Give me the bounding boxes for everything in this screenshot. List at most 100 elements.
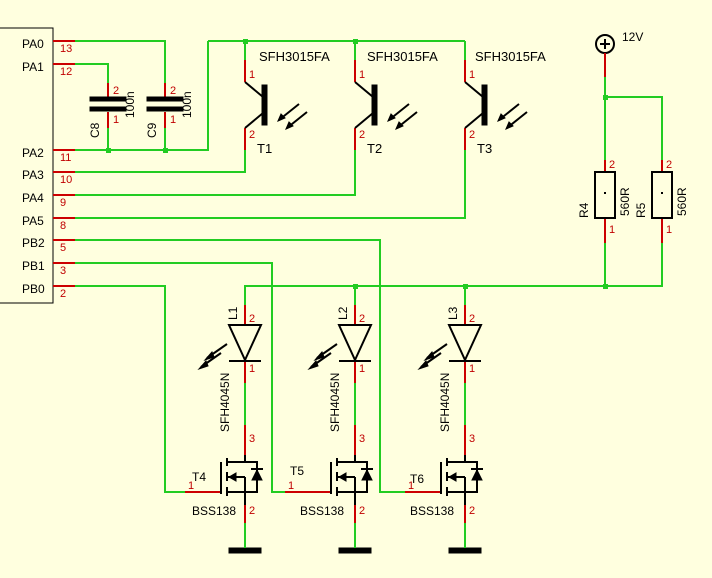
mcu-pin-name: PA2 (22, 146, 44, 160)
cap-value: 100n (180, 91, 194, 118)
mcu-pin-number: 13 (60, 43, 72, 55)
mcu-pin-labels: PA0 PA1 PA2 PA3 PA4 PA5 PB2 PB1 PB0 (22, 37, 45, 296)
mcu-pin-number: 2 (60, 288, 66, 300)
mcu-pin-name: PB1 (22, 259, 45, 273)
wires (75, 40, 663, 493)
resistor-r4: 2 1 R4 560R (577, 159, 632, 243)
pt-ref: T2 (367, 141, 382, 156)
res-pin-top: 2 (609, 159, 615, 171)
wire-led-bus (244, 243, 663, 305)
resistor-r5: 2 1 R5 560R (634, 159, 689, 243)
led-l3: 2 1 L3 SFH4045N (417, 305, 483, 432)
mcu-pin-name: PA5 (22, 214, 44, 228)
mcu-pin-number: 3 (60, 265, 66, 277)
capacitor-c9: 2 1 C9 100n (145, 83, 194, 138)
mcu-pin-number: 9 (60, 197, 66, 209)
pt-pin-bottom: 2 (359, 129, 365, 141)
capacitor-c8: 2 1 C8 100n (88, 83, 137, 138)
led-part: SFH4045N (218, 373, 232, 432)
pt-pin-bottom: 2 (249, 129, 255, 141)
pt-part: SFH3015FA (475, 49, 546, 64)
cap-pin-top: 2 (170, 85, 176, 97)
mcu-pin-name: PA1 (22, 60, 44, 74)
mosfet-part: BSS138 (410, 504, 454, 518)
mosfet-pin-gate: 1 (288, 480, 294, 492)
res-pin-bottom: 1 (609, 224, 615, 236)
mcu-pin-number: 11 (60, 152, 71, 164)
pt-part: SFH3015FA (259, 49, 330, 64)
led-l1: 2 1 L1 SFH4045N (197, 305, 263, 432)
res-pin-top: 2 (666, 159, 672, 171)
mcu-pin-name: PA3 (22, 168, 44, 182)
led-part: SFH4045N (438, 373, 452, 432)
mcu-pin-name: PB0 (22, 282, 45, 296)
phototransistor-t2: 1 2 SFH3015FA T2 (354, 49, 438, 156)
mosfet-t4: 3 1 2 T4 BSS138 (185, 425, 263, 554)
wire-pb2 (75, 239, 405, 493)
pt-pin-bottom: 2 (469, 129, 475, 141)
res-value: 560R (618, 187, 632, 216)
pt-part: SFH3015FA (367, 49, 438, 64)
wire-pa4 (75, 150, 356, 196)
pt-pin-top: 1 (249, 69, 255, 81)
pt-pin-top: 1 (359, 69, 365, 81)
mcu-pin-number: 8 (60, 220, 66, 232)
wire-pa3 (75, 150, 246, 173)
wire-12v (604, 77, 663, 160)
led-part: SFH4045N (328, 373, 342, 432)
led-ref: L2 (336, 306, 350, 320)
wire-pa5 (75, 150, 466, 219)
led-pin-bottom: 1 (359, 363, 365, 375)
mosfet-t5: 3 1 2 T5 BSS138 (285, 425, 373, 554)
mosfet-ref: T6 (410, 472, 424, 486)
mosfet-ref: T4 (192, 470, 206, 484)
mosfet-ref: T5 (290, 464, 304, 478)
mosfet-part: BSS138 (300, 504, 344, 518)
mcu-body (0, 27, 54, 304)
mosfet-part: BSS138 (192, 504, 236, 518)
phototransistor-t3: 1 2 SFH3015FA T3 (464, 49, 546, 156)
pt-ref: T3 (477, 141, 492, 156)
led-l2: 2 1 L2 SFH4045N (307, 305, 373, 432)
led-pin-bottom: 1 (249, 363, 255, 375)
cap-pin-bottom: 1 (113, 114, 119, 126)
mosfet-t6: 3 1 2 T6 BSS138 (405, 425, 483, 554)
res-ref: R4 (577, 202, 591, 218)
wire-pb0 (75, 285, 185, 493)
led-pin-bottom: 1 (469, 363, 475, 375)
led-pin-top: 2 (249, 313, 255, 325)
wire-pb1 (75, 262, 285, 493)
mosfet-pin-drain: 3 (469, 433, 475, 445)
cap-ref: C9 (145, 122, 159, 138)
wire-pa0 (75, 40, 166, 83)
mcu-pin-name: PA0 (22, 37, 44, 51)
res-value: 560R (675, 187, 689, 216)
mcu-pin-stubs (53, 40, 75, 287)
cap-pin-top: 2 (113, 85, 119, 97)
mcu-pin-number: 5 (60, 242, 66, 254)
cap-value: 100n (123, 91, 137, 118)
res-ref: R5 (634, 202, 648, 218)
power-12v: 12V (595, 30, 643, 77)
mosfet-pin-gate: 1 (188, 480, 194, 492)
mosfet-pin-source: 2 (469, 505, 475, 517)
mosfet-pin-gate: 1 (408, 480, 414, 492)
mosfet-pin-drain: 3 (359, 433, 365, 445)
res-pin-bottom: 1 (666, 224, 672, 236)
led-ref: L3 (446, 306, 460, 320)
led-ref: L1 (226, 306, 240, 320)
mcu-pin-name: PA4 (22, 191, 44, 205)
mcu-pin-number: 10 (60, 174, 72, 186)
microcontroller: PA0 PA1 PA2 PA3 PA4 PA5 PB2 PB1 PB0 13 1… (0, 27, 75, 304)
wire-pa2 (75, 41, 209, 151)
mcu-pin-numbers: 13 12 11 10 9 8 5 3 2 (60, 43, 72, 300)
mcu-pin-name: PB2 (22, 236, 45, 250)
mosfet-pin-source: 2 (359, 505, 365, 517)
mosfet-pin-drain: 3 (249, 433, 255, 445)
led-pin-top: 2 (469, 313, 475, 325)
pt-pin-top: 1 (469, 69, 475, 81)
phototransistor-t1: 1 2 SFH3015FA T1 (244, 49, 330, 156)
junctions (106, 39, 608, 289)
mcu-pin-number: 12 (60, 66, 72, 78)
